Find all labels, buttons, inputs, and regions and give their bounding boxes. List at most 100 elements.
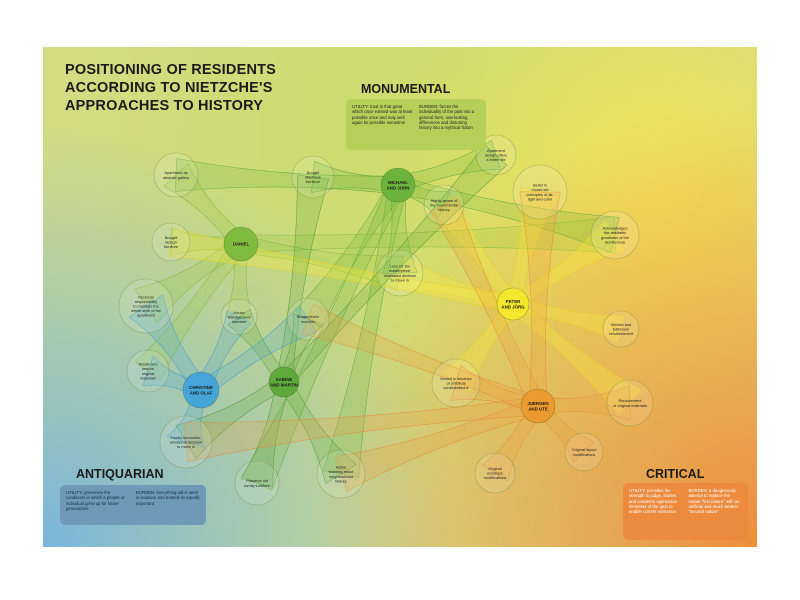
motive-circle (431, 358, 481, 408)
link-peter-replacement (506, 296, 642, 417)
motive-circle (602, 310, 640, 348)
motive-label: motivated decision (384, 273, 416, 278)
motive-label: of original materials (613, 403, 647, 408)
motive-label: to maintain the (133, 304, 159, 309)
motive-circle (234, 460, 280, 506)
link-peter-masterpiece (395, 255, 516, 313)
motive-label: bathroom (613, 327, 629, 332)
motive-label: Bauhaus (305, 175, 320, 180)
motive-label: apartment (137, 313, 155, 318)
link-daniel-aesthetic (240, 216, 616, 254)
motive-circle (118, 278, 174, 334)
link-michael-preserve_furn (241, 180, 407, 491)
motive-label: member (301, 319, 316, 324)
resident-label: AND OLAF (190, 390, 213, 395)
resident-label: PETER (506, 299, 521, 304)
motive-label: Apartment (487, 148, 506, 153)
motive-label: a better life (486, 157, 505, 162)
motive-label: family furniture (244, 483, 270, 488)
link-juergen-family (183, 396, 540, 462)
link-peter-kitchen (510, 295, 625, 343)
motive-circle (316, 449, 366, 499)
link-peter-modernist (504, 186, 561, 307)
link-sabine-preserve_furn (240, 379, 293, 488)
monumental-title: MONUMENTAL (361, 82, 451, 96)
link-sabine-house_mgmt (227, 308, 292, 388)
motive-label: Replacement (619, 398, 643, 403)
motive-label: Belief in (533, 183, 547, 188)
link-juergen-practical (450, 365, 541, 416)
motive-label: design offers (485, 153, 507, 158)
motive-label: history (438, 207, 450, 212)
critical-box: UTILITY: provides the strength to judge,… (623, 483, 748, 540)
motive-label: Love for the (390, 264, 411, 269)
link-michael-gallery (174, 158, 399, 195)
antiquarian-title: ANTIQUARIAN (76, 467, 164, 481)
motive-label: envelope (487, 471, 503, 476)
link-peter-aesthetic (507, 219, 626, 312)
motive-label: original (142, 371, 155, 376)
motive-label: Apartment as (164, 170, 187, 175)
motive-label: Acknowledges (602, 226, 627, 231)
motive-circle (286, 297, 330, 341)
resident-label: AND MARTIN (270, 382, 298, 387)
resident-circle (268, 366, 300, 398)
motive-label: to move in (391, 277, 409, 282)
link-michael-masterpiece (382, 184, 418, 274)
link-michael-aesthetic (395, 175, 620, 253)
link-juergen-bergerverein (302, 303, 542, 416)
resident-label: AND JOHN (387, 185, 410, 190)
motive-label: Personal (138, 294, 153, 299)
motive-label: architecture (605, 239, 625, 244)
link-christine-bergerverein (195, 305, 318, 399)
motive-circle (220, 298, 258, 336)
motive-label: Moved in because (440, 376, 472, 381)
motive-circle (291, 155, 335, 199)
motive-circle (151, 222, 191, 262)
link-sabine-family (175, 374, 289, 460)
motive-label: Kitchen and (611, 322, 632, 327)
link-christine-personal (128, 294, 210, 396)
motive-label: Original layout (572, 447, 598, 452)
resident-circle (520, 388, 556, 424)
motive-circle (474, 452, 516, 494)
critical-utility: UTILITY: provides the strength to judge,… (629, 488, 678, 515)
motive-label: neighborhood (329, 474, 353, 479)
motive-circle (423, 184, 465, 226)
monumental-burden: BURDEN: forces the individuality of the … (419, 104, 475, 131)
motive-label: to move in (177, 444, 195, 449)
antiquarian-box: UTILITY: preserves the conditions in whi… (60, 485, 206, 525)
motive-label: Bought (307, 170, 320, 175)
link-michael-learning (322, 182, 408, 478)
motive-label: the monumental (430, 203, 458, 208)
motive-circle (606, 379, 654, 427)
motive-circle (159, 415, 213, 469)
motive-label: considerations (443, 385, 468, 390)
motive-label: masterpiece: (389, 268, 411, 273)
link-daniel-personal (134, 235, 247, 324)
resident-circle (496, 287, 530, 321)
link-juergen-modernist (519, 191, 561, 407)
link-juergen-replacement (537, 385, 631, 421)
resident-label: AND JÖRG (501, 304, 525, 309)
motive-label: whole style of the (131, 308, 161, 313)
motive-label: learning about (329, 469, 355, 474)
motive-label: Family memories: (171, 435, 202, 440)
motive-circle (475, 134, 517, 176)
motive-circle (512, 164, 568, 220)
motive-label: greatness of the (601, 235, 629, 240)
link-michael-apt_design (394, 140, 501, 195)
motive-label: of practical (447, 381, 466, 386)
